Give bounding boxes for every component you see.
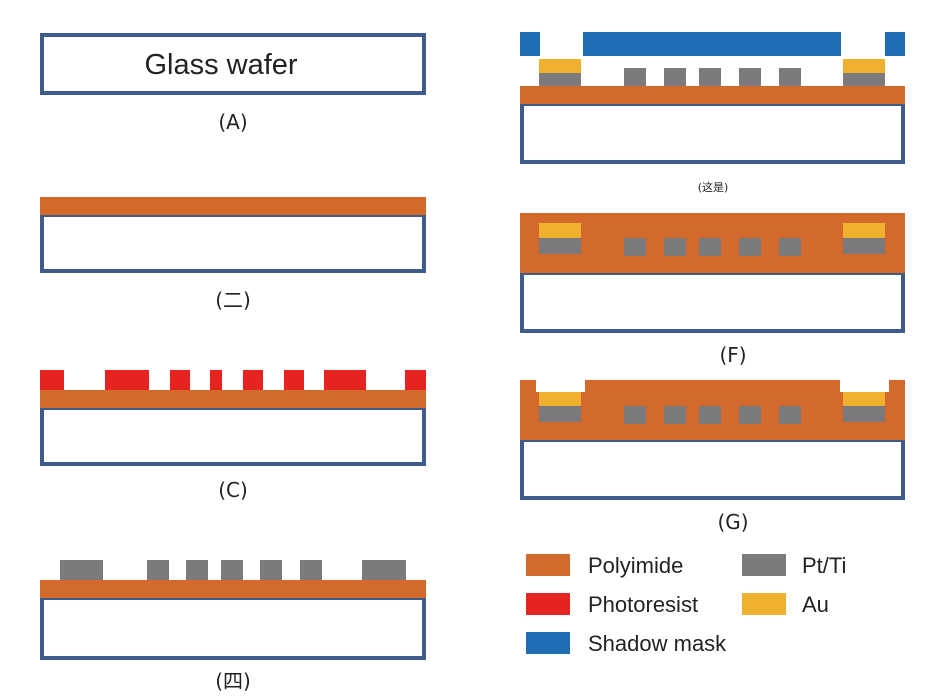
pt-ti-electrode	[260, 560, 282, 580]
pt-ti-electrode	[539, 73, 581, 86]
legend-swatch-pt-ti	[742, 554, 786, 576]
pt-ti-electrode	[699, 406, 721, 424]
pt-ti-electrode	[699, 68, 721, 86]
step-a: Glass wafer (A)	[40, 33, 426, 134]
legend: Polyimide Photoresist Shadow mask Pt/Ti …	[526, 553, 846, 656]
legend-swatch-photoresist	[526, 593, 570, 615]
step-e-caption: (这是)	[698, 180, 729, 194]
au-pad	[539, 223, 581, 238]
step-b-caption: (二)	[215, 288, 251, 312]
pt-ti-electrode	[221, 560, 243, 580]
polyimide-layer	[40, 197, 426, 215]
pt-ti-electrode	[779, 68, 801, 86]
step-c-caption: (C)	[218, 478, 248, 502]
pt-ti-electrode	[664, 68, 686, 86]
au-pad	[843, 392, 885, 406]
polyimide-layer	[520, 86, 905, 104]
glass-wafer	[40, 406, 426, 466]
shadow-mask	[583, 32, 841, 56]
au-pad	[539, 392, 581, 406]
pt-ti-electrode	[624, 238, 646, 256]
legend-label-au: Au	[802, 592, 829, 617]
pt-ti-electrode	[664, 238, 686, 256]
glass-wafer	[40, 596, 426, 660]
pt-ti-electrode	[624, 406, 646, 424]
pt-ti-electrode	[739, 238, 761, 256]
polyimide-layer	[40, 390, 426, 408]
step-d: (四)	[40, 560, 426, 693]
glass-wafer	[40, 33, 426, 95]
shadow-mask	[885, 32, 905, 56]
step-d-caption: (四)	[215, 669, 251, 693]
pt-ti-electrode	[300, 560, 322, 580]
au-pad	[539, 59, 581, 73]
legend-label-photoresist: Photoresist	[588, 592, 698, 617]
photoresist-block	[243, 370, 263, 390]
pt-ti-electrode	[779, 238, 801, 256]
pt-ti-electrode	[843, 406, 885, 422]
glass-wafer-label: Glass wafer	[144, 49, 297, 81]
step-c: (C)	[40, 370, 426, 502]
pt-ti-electrode	[779, 406, 801, 424]
photoresist-block	[40, 370, 64, 390]
glass-wafer	[40, 213, 426, 273]
glass-wafer	[520, 102, 905, 164]
au-pad	[843, 223, 885, 238]
step-f: (F)	[520, 213, 905, 367]
pt-ti-electrode	[664, 406, 686, 424]
pt-ti-electrode	[539, 406, 581, 422]
pt-ti-electrode	[739, 406, 761, 424]
step-g: (G)	[520, 380, 905, 534]
step-f-caption: (F)	[719, 343, 746, 367]
legend-label-shadow-mask: Shadow mask	[588, 631, 727, 656]
pt-ti-electrode	[186, 560, 208, 580]
legend-swatch-polyimide	[526, 554, 570, 576]
pt-ti-electrode	[624, 68, 646, 86]
step-g-caption: (G)	[717, 510, 748, 534]
au-pad	[843, 59, 885, 73]
step-a-caption: (A)	[218, 110, 247, 134]
photoresist-block	[324, 370, 366, 390]
legend-label-polyimide: Polyimide	[588, 553, 683, 578]
pt-ti-electrode	[147, 560, 169, 580]
pt-ti-electrode	[60, 560, 103, 580]
step-b: (二)	[40, 197, 426, 312]
legend-swatch-shadow-mask	[526, 632, 570, 654]
photoresist-block	[284, 370, 304, 390]
polyimide-layer	[40, 580, 426, 598]
legend-label-pt-ti: Pt/Ti	[802, 553, 846, 578]
pt-ti-electrode	[843, 73, 885, 86]
pt-ti-electrode	[539, 238, 581, 254]
photoresist-block	[405, 370, 426, 390]
step-e: (这是)	[520, 32, 905, 194]
glass-wafer	[520, 271, 905, 333]
shadow-mask	[520, 32, 540, 56]
photoresist-block	[210, 370, 222, 390]
glass-wafer	[520, 438, 905, 500]
pt-ti-electrode	[843, 238, 885, 254]
photoresist-block	[170, 370, 190, 390]
photoresist-block	[105, 370, 149, 390]
pt-ti-electrode	[699, 238, 721, 256]
pt-ti-electrode	[739, 68, 761, 86]
legend-swatch-au	[742, 593, 786, 615]
pt-ti-electrode	[362, 560, 406, 580]
